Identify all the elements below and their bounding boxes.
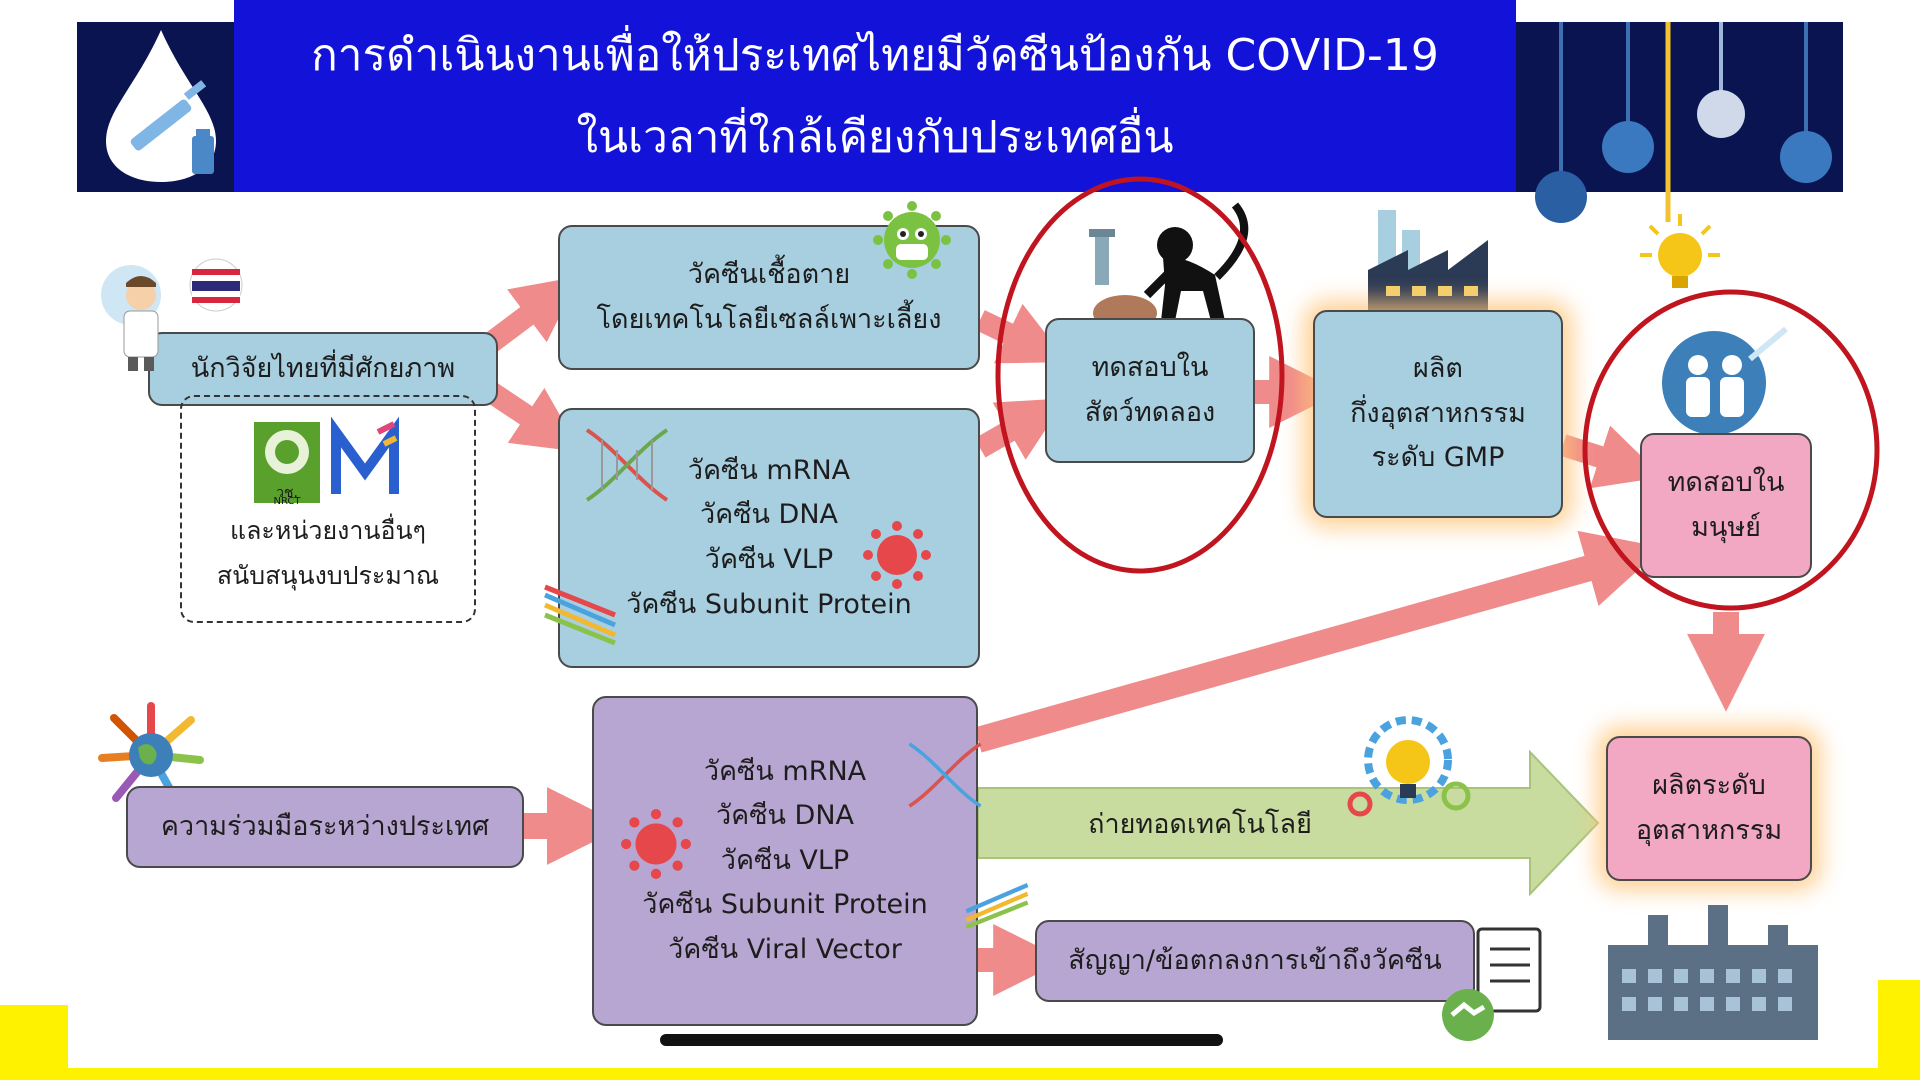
agreement-label: สัญญา/ข้อตกลงการเข้าถึงวัคซีน [1068, 944, 1442, 976]
intl-vaccine-viral-vector: วัคซีน Viral Vector [668, 933, 902, 965]
intl-vaccine-mrna: วัคซีน mRNA [703, 755, 867, 787]
highlight-circle-animal [995, 176, 1285, 574]
inactivated-line-1: วัคซีนเชื้อตาย [687, 258, 851, 290]
protein-ribbon-icon [544, 584, 616, 646]
vaccine-access-agreement-box: สัญญา/ข้อตกลงการเข้าถึงวัคซีน [1035, 920, 1475, 1002]
funding-line-2: สนับสนุนงบประมาณ [216, 561, 440, 590]
globe-hands-icon [98, 702, 204, 804]
animal-test-line-1: ทดสอบใน [1091, 351, 1209, 383]
pilot-gmp-box: ผลิต กึ่งอุตสาหกรรม ระดับ GMP [1313, 310, 1563, 518]
intl-vaccine-vlp: วัคซีน VLP [720, 844, 850, 876]
new-tech-vaccine-box: วัคซีน mRNA วัคซีน DNA วัคซีน VLP วัคซีน… [558, 408, 980, 668]
contract-handshake-icon [1442, 927, 1542, 1041]
home-indicator-bar[interactable] [660, 1034, 1223, 1046]
arrow-researcher-to-inactivated [481, 276, 580, 354]
page-title-line-1: การดำเนินงานเพื่อให้ประเทศไทยมีวัคซีนป้อ… [311, 30, 1439, 81]
hanging-lightbulbs-icon [1535, 22, 1832, 223]
funding-line-1: และหน่วยงานอื่นๆ [230, 516, 426, 545]
factory-icon [1368, 210, 1488, 310]
intl-vaccine-subunit: วัคซีน Subunit Protein [642, 889, 928, 921]
industry-line-2: อุตสาหกรรม [1635, 814, 1783, 846]
vaccine-drop-icon [106, 30, 216, 182]
idea-gears-icon [1347, 716, 1471, 817]
animal-test-box: ทดสอบใน สัตว์ทดลอง [1045, 318, 1255, 463]
funding-text: และหน่วยงานอื่นๆ สนับสนุนงบประมาณ [180, 508, 476, 598]
protein-ribbon-icon [965, 882, 1029, 930]
yellow-accent-bottom [0, 1068, 1920, 1080]
factory-building-icon [1608, 905, 1818, 1040]
lightbulb-icon [1640, 214, 1720, 288]
pilot-line-3: ระดับ GMP [1371, 442, 1505, 474]
human-test-box: ทดสอบใน มนุษย์ [1640, 433, 1812, 578]
arrow-intl-vaccines-to-human [974, 530, 1664, 753]
yellow-accent-left [0, 1005, 68, 1080]
researcher-label: นักวิจัยไทยที่มีศักยภาพ [190, 352, 456, 384]
nrct-logo-text: วช. [276, 485, 298, 501]
nrct-logo [254, 422, 320, 503]
industrial-production-box: ผลิตระดับ อุตสาหกรรม [1606, 736, 1812, 881]
tech-transfer-label: ถ่ายทอดเทคโนโลยี [1088, 808, 1312, 840]
newtech-item-dna: วัคซีน DNA [699, 499, 839, 531]
scientist-icon [101, 258, 243, 371]
newtech-item-mrna: วัคซีน mRNA [687, 454, 851, 486]
intl-label: ความร่วมมือระหว่างประเทศ [160, 810, 490, 842]
inactivated-line-2: โดยเทคโนโลยีเซลล์เพาะเลี้ยง [596, 303, 942, 335]
page-title-line-2: ในเวลาที่ใกล้เคียงกับประเทศอื่น [576, 112, 1174, 163]
monkey-mouse-icon [1089, 202, 1249, 331]
nrct-logo-subtext: NRCT [273, 496, 301, 507]
pilot-line-2: กึ่งอุตสาหกรรม [1350, 397, 1526, 429]
human-test-line-1: ทดสอบใน [1667, 466, 1785, 498]
international-cooperation-box: ความร่วมมือระหว่างประเทศ [126, 786, 524, 868]
animal-test-line-2: สัตว์ทดลอง [1084, 396, 1216, 428]
header-title-panel [234, 0, 1516, 192]
virus-mask-icon [873, 201, 951, 279]
newtech-item-vlp: วัคซีน VLP [704, 544, 834, 575]
industry-line-1: ผลิตระดับ [1652, 769, 1766, 801]
researcher-box: นักวิจัยไทยที่มีศักยภาพ [148, 332, 498, 406]
coronavirus-icon [621, 809, 691, 879]
highlight-circle-human [1582, 289, 1880, 611]
coronavirus-icon [863, 521, 931, 589]
intl-vaccine-dna: วัคซีน DNA [715, 800, 855, 832]
human-test-line-2: มนุษย์ [1691, 511, 1761, 543]
newtech-item-subunit: วัคซีน Subunit Protein [626, 588, 912, 620]
pilot-line-1: ผลิต [1413, 353, 1463, 385]
tech-transfer-label-container: ถ่ายทอดเทคโนโลยี [980, 795, 1420, 851]
dna-helix-icon [585, 428, 669, 502]
funding-frame [180, 395, 476, 623]
dna-helix-icon [908, 742, 982, 808]
partner-agency-logo [331, 416, 399, 494]
doctor-patient-vaccine-icon [1662, 326, 1788, 435]
yellow-accent-right [1878, 980, 1920, 1080]
